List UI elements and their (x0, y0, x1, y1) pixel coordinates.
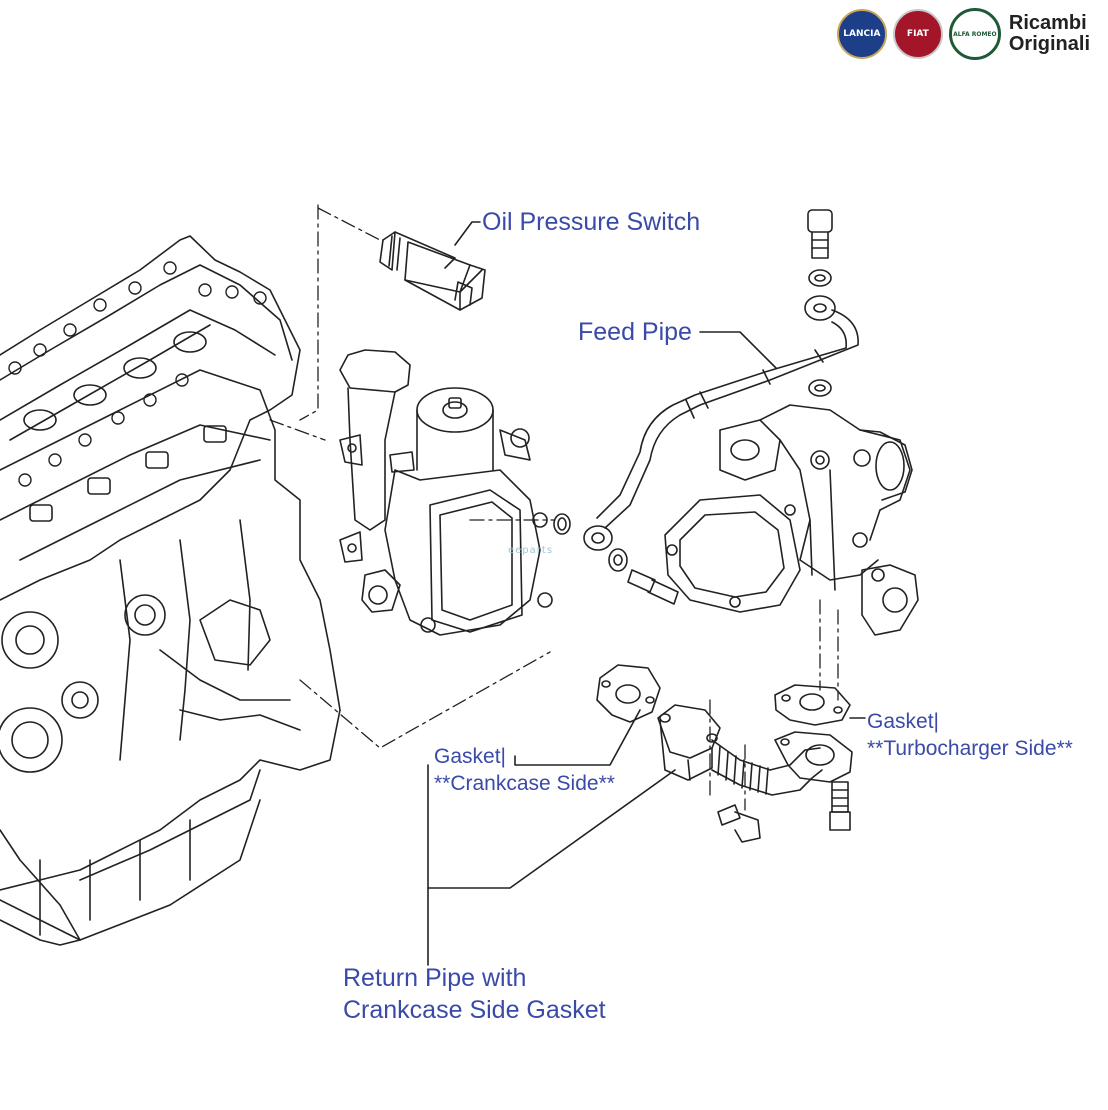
label-gasket-turbocharger-side: Gasket| **Turbocharger Side** (867, 708, 1073, 762)
brand-line-1: Ricambi (1008, 12, 1087, 34)
return-pipe (596, 664, 853, 843)
label-gasket-crank-line-1: Gasket| (434, 745, 506, 768)
label-gasket-crank-line-2: **Crankcase Side** (434, 772, 615, 795)
feed-pipe (583, 209, 859, 605)
label-oil-pressure-switch: Oil Pressure Switch (482, 208, 701, 236)
label-gasket-turbo-line-1: Gasket| (867, 710, 939, 733)
fiat-logo: FIAT (892, 9, 943, 59)
brand-line-2: Originali (1008, 33, 1090, 55)
brand-title: Ricambi Originali (1009, 13, 1090, 55)
leader-lines (427, 221, 866, 966)
brand-header: LANCIA FIAT ALFA ROMEO Ricambi Originali (836, 8, 1090, 60)
label-gasket-turbo-line-2: **Turbocharger Side** (867, 737, 1073, 760)
lancia-logo: LANCIA (836, 9, 887, 59)
label-return-pipe-line-1: Return Pipe with (343, 964, 527, 992)
o-ring (553, 513, 571, 535)
alignment-lines (269, 204, 839, 811)
turbocharger (664, 404, 919, 636)
alfa-romeo-logo: ALFA ROMEO (948, 8, 1001, 60)
label-feed-pipe: Feed Pipe (578, 318, 692, 346)
engine-block (0, 235, 341, 946)
oil-pressure-switch (379, 231, 486, 311)
watermark: eeparts (508, 545, 554, 556)
label-gasket-crankcase-side: Gasket| **Crankcase Side** (434, 743, 615, 797)
label-return-pipe-line-2: Crankcase Side Gasket (343, 996, 606, 1024)
oil-filter-housing (339, 349, 553, 636)
label-return-pipe: Return Pipe with Crankcase Side Gasket (343, 962, 606, 1026)
